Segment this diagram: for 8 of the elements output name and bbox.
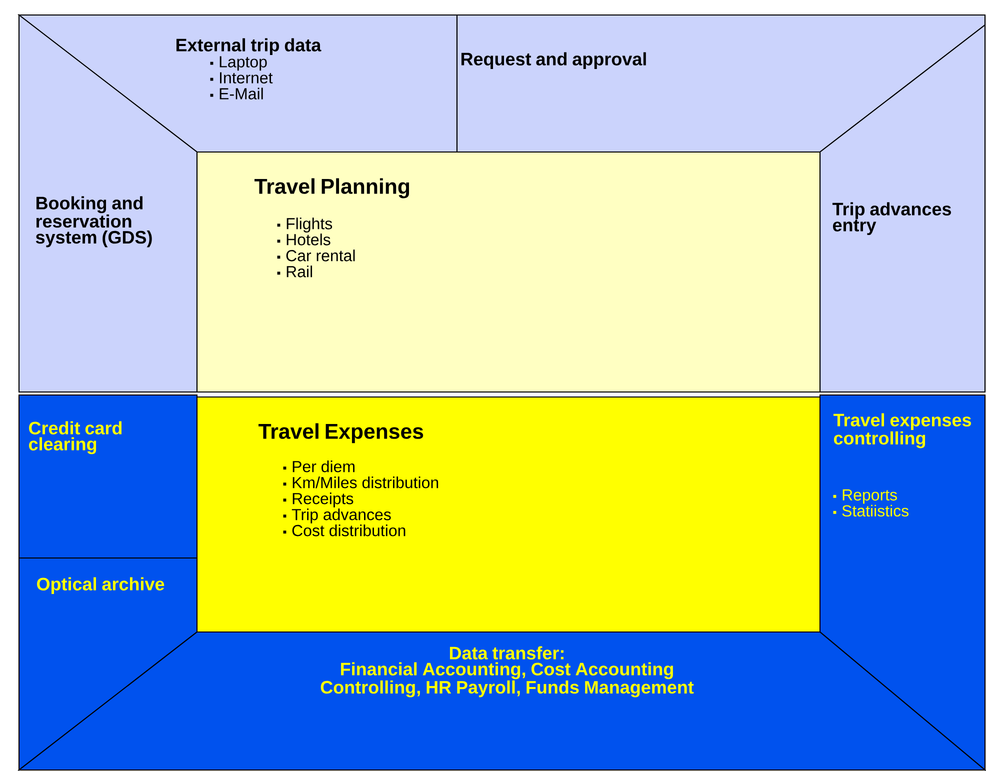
node-label: Trip advances entry [832,202,952,236]
side-panel: Travel expenses controlling Reports Statiistics [819,394,986,771]
upper-panel: Request and approval [456,14,986,153]
planning-box: Travel Planning Flights Hotels Car rental Rail [196,151,821,393]
side-panel: Credit card clearing [18,394,198,559]
expenses-box: Travel Expenses Per diem Km/Miles distribution Receipts Trip advances Cost distribution [196,396,821,633]
node-label: Optical archive [37,577,164,594]
side-panel: Optical archive [18,557,198,771]
